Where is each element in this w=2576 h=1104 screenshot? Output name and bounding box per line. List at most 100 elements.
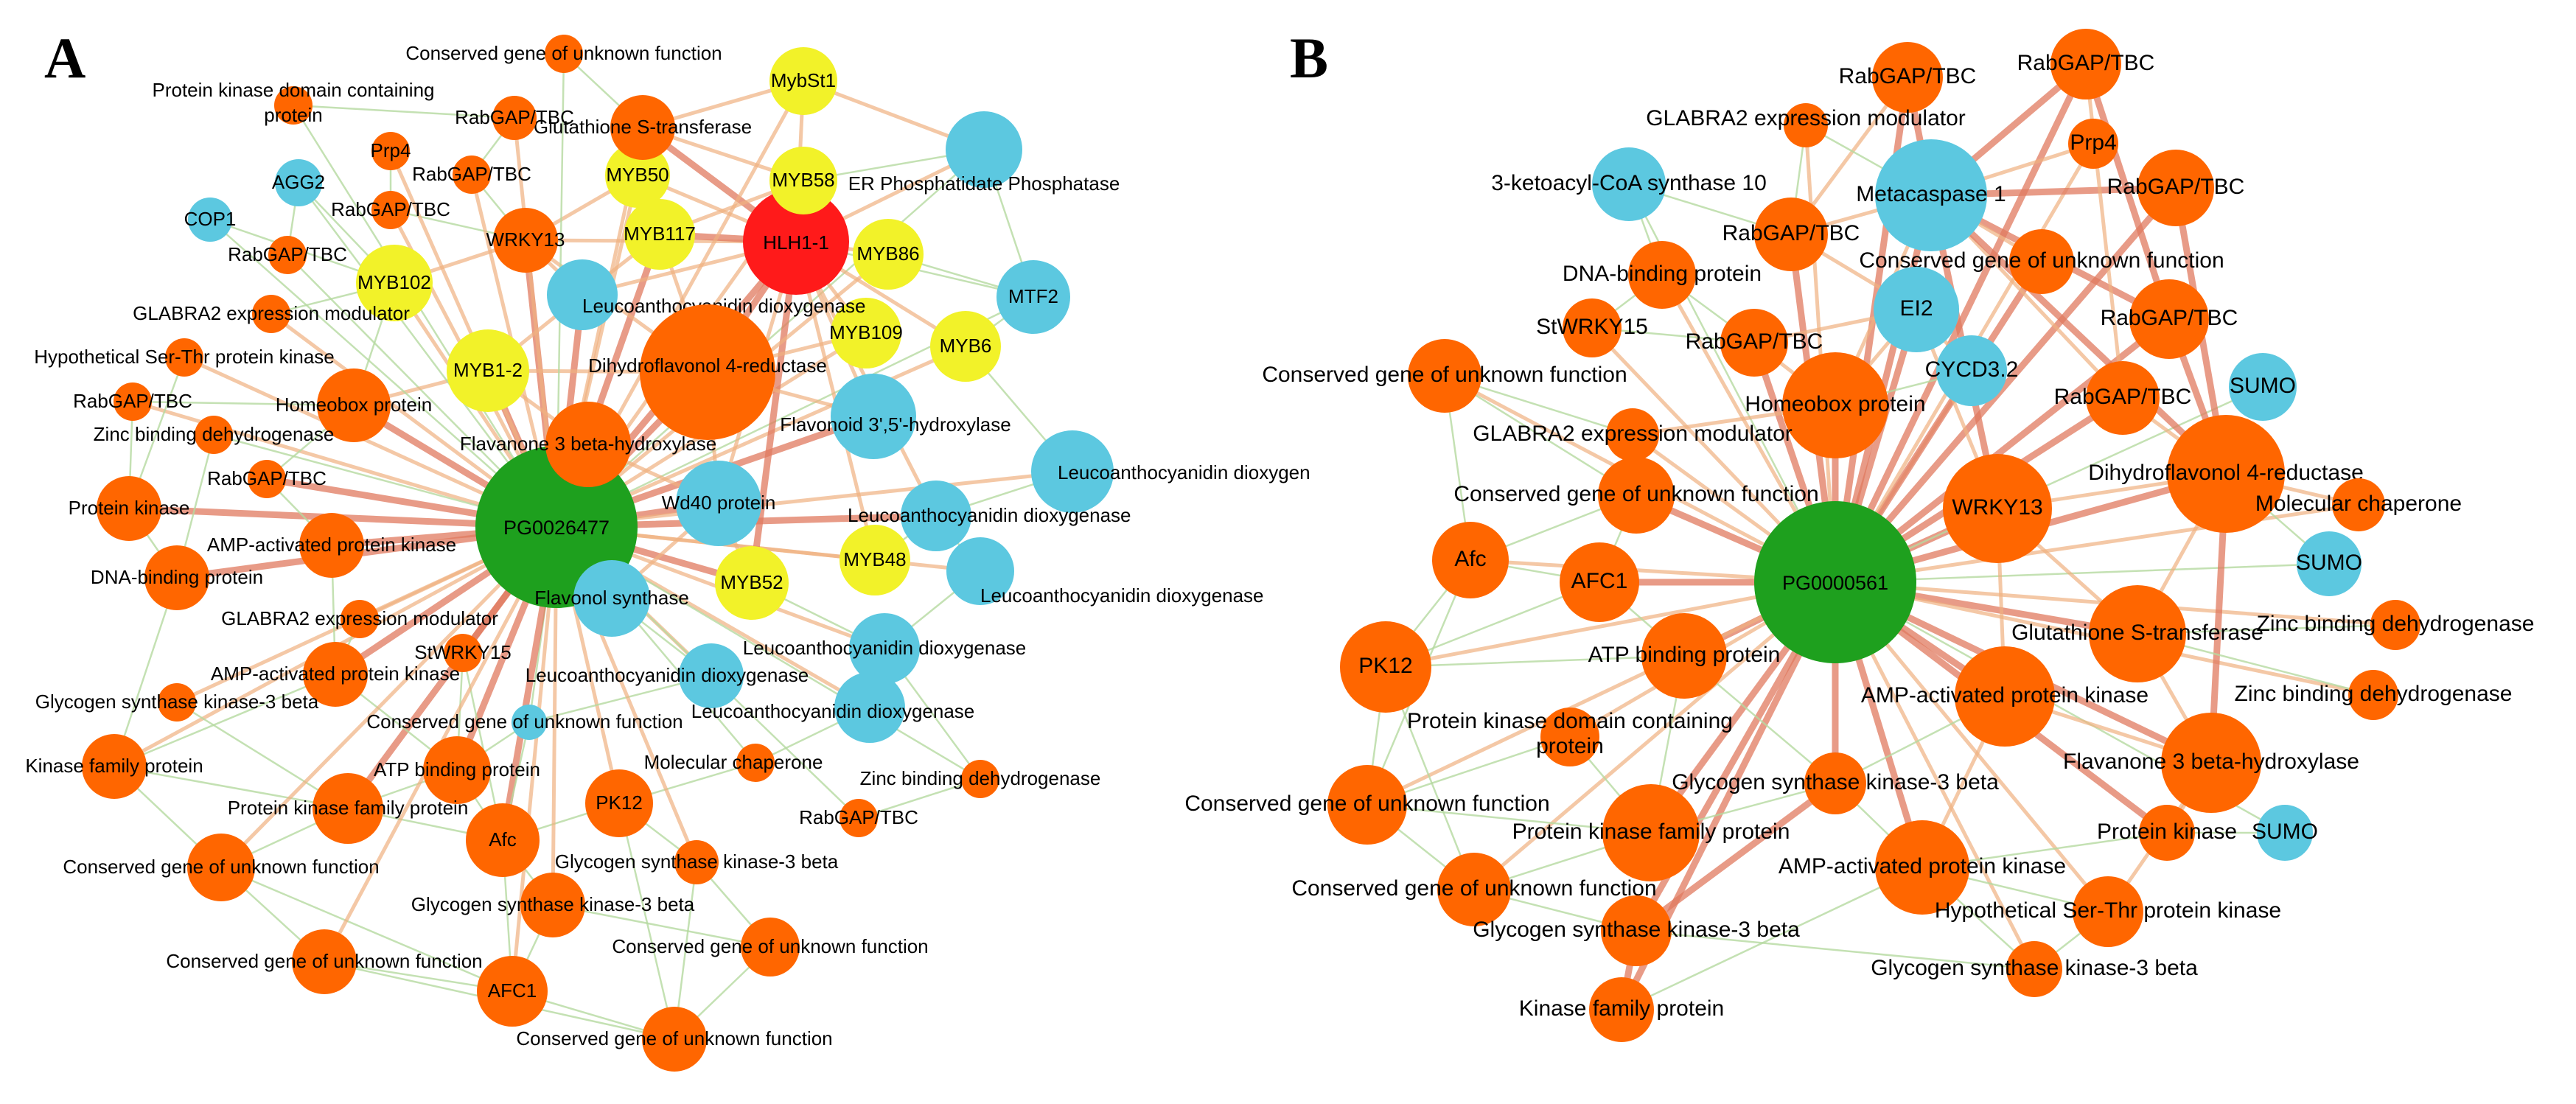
panel-b-node-label: Conserved gene of unknown function bbox=[1291, 876, 1656, 901]
panel-b-edge bbox=[2082, 60, 2173, 323]
panel-a-node-glycogen-synthase-kinase-3-beta: Glycogen synthase kinase-3 beta bbox=[555, 840, 839, 884]
panel-b-node-rabgap-tbc: RabGAP/TBC bbox=[2101, 279, 2238, 359]
panel-b-node-circle bbox=[2370, 600, 2420, 650]
panel-a-node-myb52: MYB52 bbox=[715, 546, 789, 620]
panel-a-node-label: AFC1 bbox=[488, 979, 537, 1002]
panel-a-node-circle bbox=[444, 634, 482, 672]
panel-a-node-myb109: MYB109 bbox=[829, 298, 903, 368]
panel-a-node-circle bbox=[512, 705, 547, 740]
panel-a-node-label: RabGAP/TBC bbox=[331, 198, 450, 220]
panel-a-node-rabgap-tbc: RabGAP/TBC bbox=[73, 382, 192, 421]
panel-b-node-label: Zinc binding dehydrogenase bbox=[2235, 682, 2513, 706]
panel-b-node-label: RabGAP/TBC bbox=[1686, 329, 1823, 354]
panel-b-edge bbox=[1365, 580, 1837, 807]
panel-b-node-conserved-gene-of-unknown-function: Conserved gene of unknown function bbox=[1859, 229, 2224, 294]
panel-a-node-label: Flavonoid 3',5'-hydroxylase bbox=[780, 413, 1010, 436]
panel-b-node-label: Glycogen synthase kinase-3 beta bbox=[1473, 918, 1800, 942]
panel-a-node-label: Homeobox protein bbox=[276, 394, 432, 416]
panel-b-node-label: GLABRA2 expression modulator bbox=[1473, 422, 1793, 446]
panel-a-node-circle bbox=[477, 956, 548, 1027]
panel-a-node-dihydroflavonol-4-reductase: Dihydroflavonol 4-reductase bbox=[588, 304, 827, 440]
panel-b-node-label: Afc bbox=[1454, 547, 1486, 571]
panel-a-node-hlh1-1: HLH1-1 bbox=[743, 189, 849, 295]
panel-a-node-label: Protein kinase family protein bbox=[228, 797, 469, 819]
panel-a-node-label: MYB102 bbox=[357, 271, 431, 293]
panel-a-node-label: DNA-binding protein bbox=[91, 566, 263, 588]
panel-a-node-myb6: MYB6 bbox=[930, 311, 1001, 382]
panel-a-node-mtf2: MTF2 bbox=[996, 260, 1070, 334]
panel-b-node-dihydroflavonol-4-reductase: Dihydroflavonol 4-reductase bbox=[2088, 415, 2364, 533]
panel-a-node-label: RabGAP/TBC bbox=[799, 806, 918, 828]
panel-b-node-circle bbox=[2161, 713, 2261, 813]
panel-b-node-circle bbox=[2050, 29, 2121, 99]
panel-a-node-circle bbox=[188, 198, 232, 242]
panel-b-node-afc1: AFC1 bbox=[1560, 542, 1639, 622]
panel-a-node-circle bbox=[715, 546, 789, 620]
panel-a-node-label: MTF2 bbox=[1008, 285, 1058, 307]
panel-b-node-circle bbox=[2068, 119, 2118, 169]
panel-b-node-circle bbox=[2229, 353, 2297, 421]
panel-b-node-circle bbox=[1955, 646, 2055, 747]
panel-a-node-conserved-gene-of-unknown-function: Conserved gene of unknown function bbox=[612, 918, 929, 977]
panel-a-node-protein-kinase: Protein kinase bbox=[69, 476, 189, 541]
panel-a-node-label: Flavonol synthase bbox=[534, 587, 689, 609]
panel-b-node-label: CYCD3.2 bbox=[1925, 357, 2019, 382]
panel-a-node-label: PG0026477 bbox=[503, 517, 610, 539]
panel-a-node-agg2: AGG2 bbox=[272, 159, 325, 206]
panel-a-edge bbox=[857, 778, 982, 820]
panel-b-node-label: RabGAP/TBC bbox=[1839, 64, 1977, 88]
panel-b-node-label: Glycogen synthase kinase-3 beta bbox=[1871, 956, 2198, 980]
panel-a-node-circle bbox=[187, 834, 255, 901]
panel-a-node-rabgap-tbc: RabGAP/TBC bbox=[207, 460, 327, 498]
panel-a-node-label: AGG2 bbox=[272, 171, 325, 193]
panel-a-node-leucoanthocyanidin-dioxygenase: Leucoanthocyanidin dioxygenase bbox=[547, 259, 866, 330]
panel-a-node-glycogen-synthase-kinase-3-beta: Glycogen synthase kinase-3 beta bbox=[35, 683, 319, 722]
panel-a-node-label: Leucoanthocyanidin dioxygen bbox=[1058, 461, 1310, 483]
panel-b-node-circle bbox=[2006, 941, 2062, 997]
panel-a-node-myb1-2: MYB1-2 bbox=[447, 329, 529, 412]
panel-b-node-rabgap-tbc: RabGAP/TBC bbox=[1839, 42, 1977, 113]
panel-b-node-molecular-chaperone: Molecular chaperone bbox=[2255, 478, 2462, 531]
panel-b-edge bbox=[1633, 780, 1839, 934]
panel-a-node-label: Zinc binding dehydrogenase bbox=[860, 767, 1101, 789]
panel-b-node-glycogen-synthase-kinase-3-beta: Glycogen synthase kinase-3 beta bbox=[1473, 895, 1800, 966]
panel-a-node-label: MYB58 bbox=[772, 169, 834, 191]
panel-a-node-circle bbox=[642, 1007, 707, 1072]
panel-a-node-label: AMP-activated protein kinase bbox=[207, 534, 456, 556]
panel-b-edge bbox=[1635, 929, 2036, 971]
panel-a-node-rabgap-tbc: RabGAP/TBC bbox=[799, 799, 918, 837]
panel-b-node-ei2: EI2 bbox=[1874, 267, 1959, 352]
panel-a-node-conserved-gene-of-unknown-function: Conserved gene of unknown function bbox=[516, 1007, 833, 1072]
panel-b-node-conserved-gene-of-unknown-function: Conserved gene of unknown function bbox=[1262, 339, 1627, 413]
panel-a-node-leucoanthocyanidin-dioxygenase: Leucoanthocyanidin dioxygenase bbox=[946, 537, 1264, 607]
panel-a-node-label: Conserved gene of unknown function bbox=[405, 42, 722, 64]
panel-a-edge bbox=[551, 904, 772, 948]
panel-b-node-circle bbox=[1598, 457, 1675, 534]
panel-b-edge bbox=[1834, 562, 2331, 584]
panel-a-node-circle bbox=[492, 96, 537, 140]
panel-b-node-cycd3-2: CYCD3.2 bbox=[1925, 335, 2019, 406]
panel-b-node-rabgap-tbc: RabGAP/TBC bbox=[2107, 150, 2244, 226]
panel-a-node-wrky13: WRKY13 bbox=[486, 208, 565, 273]
panel-a-node-homeobox-protein: Homeobox protein bbox=[276, 368, 432, 442]
panel-a-node-label: WRKY13 bbox=[486, 228, 565, 251]
panel-a-node-label: Conserved gene of unknown function bbox=[516, 1027, 832, 1049]
panel-b-node-label: Conserved gene of unknown function bbox=[1184, 792, 1549, 816]
panel-b-node-conserved-gene-of-unknown-function: Conserved gene of unknown function bbox=[1291, 853, 1657, 926]
panel-b-node-glycogen-synthase-kinase-3-beta: Glycogen synthase kinase-3 beta bbox=[1871, 941, 2198, 997]
panel-b-node-label: AFC1 bbox=[1571, 569, 1628, 593]
panel-a-node-glutathione-s-transferase: Glutathione S-transferase bbox=[534, 95, 752, 160]
panel-b-node-sumo: SUMO bbox=[2296, 531, 2362, 596]
panel-b-node-label: Kinase family protein bbox=[1519, 996, 1724, 1021]
panel-a-node-circle bbox=[1031, 430, 1114, 513]
panel-b-node-circle bbox=[2089, 585, 2186, 682]
panel-a-node-label: MYB109 bbox=[829, 321, 903, 343]
panel-b-node-circle bbox=[1782, 352, 1888, 458]
panel-b-node-circle bbox=[1340, 621, 1431, 713]
panel-a-node-glabra2-expression-modulator: GLABRA2 expression modulator bbox=[133, 295, 410, 333]
panel-a-node-circle bbox=[158, 683, 196, 722]
panel-b-node-label: AMP-activated protein kinase bbox=[1779, 854, 2066, 878]
